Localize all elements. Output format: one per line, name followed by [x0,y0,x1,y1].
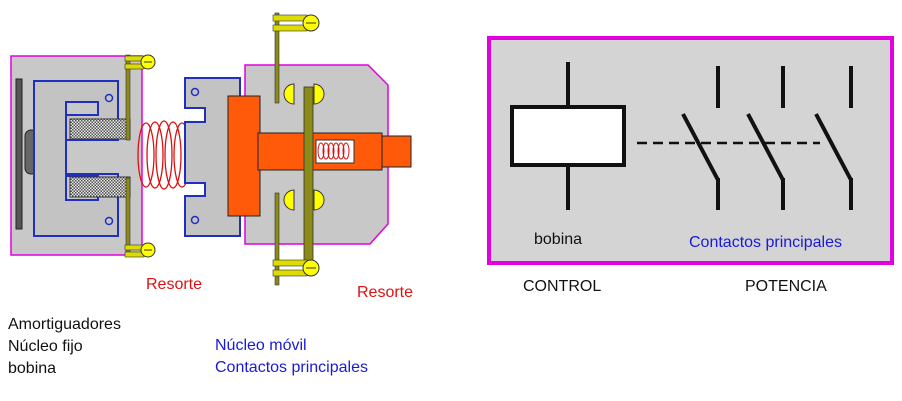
contact-pad [313,83,325,105]
plunger-tip [381,135,412,168]
label-contactos-symbol: Contactos principales [689,234,842,251]
spring-small [317,142,350,160]
coil-lower [69,176,131,198]
damper-bar [15,78,23,230]
legend-amortiguadores: Amortiguadores [8,316,121,333]
legend-bobina: bobina [8,360,57,377]
core-hole [190,215,200,225]
mobile-contact-bar [303,86,314,266]
contact-symbol-1 [681,66,720,210]
schematic-panel [487,36,894,265]
contact-symbol-3 [814,66,853,210]
label-bobina-symbol: bobina [534,231,583,248]
legend-contactos-principales: Contactos principales [215,359,368,376]
main-contact-terminal-bottom [272,192,320,286]
coil-terminal-top [124,54,156,141]
mobile-core-assembly [184,64,412,245]
coil-upper [69,118,131,140]
coil-symbol [510,105,626,167]
contact-pad [283,83,295,105]
label-resorte-right: Resorte [357,284,414,301]
contact-pad [283,189,295,211]
core-hole [104,93,114,103]
coil-terminal-bottom [124,177,156,258]
core-hole [104,216,114,226]
core-hole [190,87,200,97]
contact-pad [313,189,325,211]
contact-symbol-2 [746,66,785,210]
legend-nucleo-movil: Núcleo móvil [215,337,307,354]
spring-left [137,120,191,190]
mobile-core [184,77,241,237]
label-potencia: POTENCIA [745,278,827,295]
plunger-head [227,95,261,217]
label-control: CONTROL [523,278,602,295]
fixed-core-assembly [10,55,143,256]
main-contact-terminal-top [272,12,320,104]
legend-nucleo-fijo: Núcleo fijo [8,338,83,355]
label-resorte-left: Resorte [146,276,203,293]
